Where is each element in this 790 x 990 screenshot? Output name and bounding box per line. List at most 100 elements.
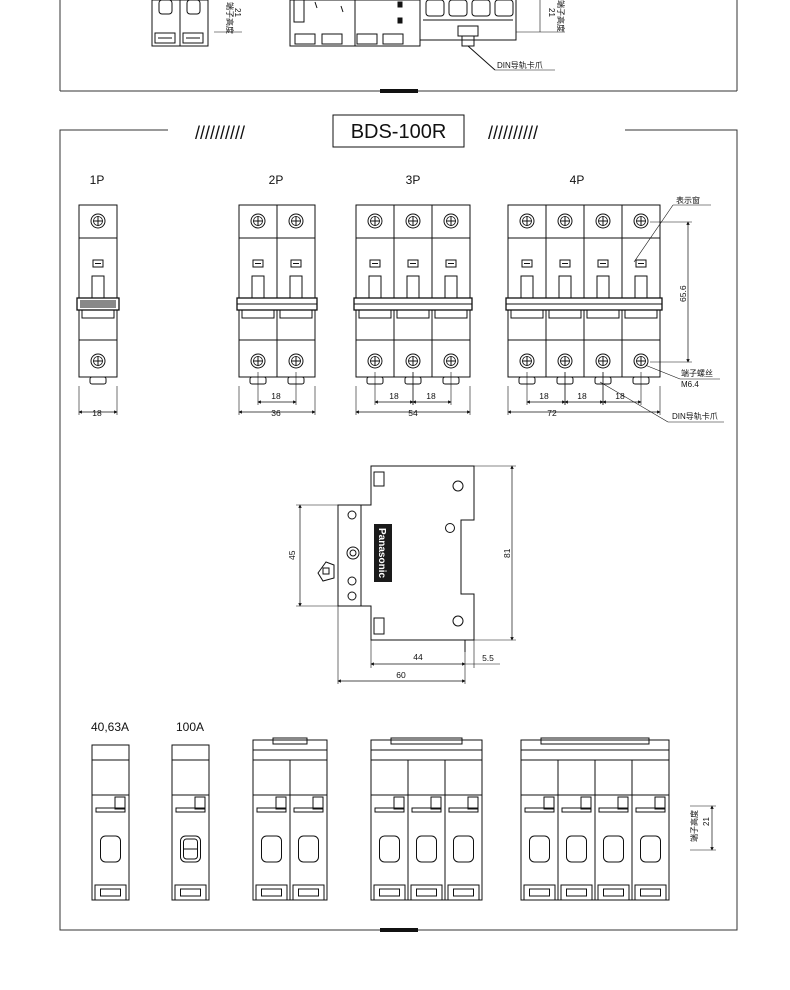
section-title: BDS-100R	[351, 121, 447, 143]
bottom-terminal-height-value: 21	[702, 817, 711, 826]
toggle-lever	[520, 275, 534, 299]
pole-label-3p: 3P	[406, 173, 421, 187]
top-panel: 端子高度 21 DIN导	[59, 0, 738, 93]
label-100a: 100A	[176, 720, 204, 734]
breaker-front-3p	[353, 204, 473, 415]
pitch-4p-a: 18	[539, 391, 549, 401]
terminal-screw-icon	[288, 213, 304, 229]
dim-44: 44	[413, 652, 423, 662]
width-1p: 18	[92, 408, 102, 418]
breaker-front-4p	[505, 204, 663, 415]
toggle-lever	[444, 275, 458, 299]
indicator-window-icon	[559, 259, 571, 268]
pitch-4p-c: 18	[615, 391, 625, 401]
top-terminal-height-label: 端子高度	[225, 2, 235, 34]
terminal-opening	[261, 835, 282, 863]
terminal-screw-icon	[557, 213, 573, 229]
top-right-height-label: 端子高度	[556, 0, 566, 32]
top-terminal-height-value: 21	[233, 8, 242, 17]
terminal-screw-icon	[250, 213, 266, 229]
terminal-screw-icon	[405, 353, 421, 369]
side-view: Panasonic 45 81 44 5.5 60	[287, 465, 516, 684]
pole-label-2p: 2P	[269, 173, 284, 187]
terminal-screw-icon	[90, 353, 106, 369]
label-40-63a: 40,63A	[91, 720, 129, 734]
hatch-right: //////////	[488, 123, 538, 143]
breaker-bottom-3p	[370, 737, 483, 901]
terminal-screw-icon	[288, 353, 304, 369]
terminal-screw-icon	[633, 213, 649, 229]
din-clip	[89, 376, 107, 385]
toggle-lever	[596, 275, 610, 299]
pitch-3p-a: 18	[389, 391, 399, 401]
indicator-window-icon	[597, 259, 609, 268]
terminal-screw-icon	[519, 353, 535, 369]
terminal-opening	[416, 835, 437, 863]
terminal-opening	[379, 835, 400, 863]
toggle-lever	[368, 275, 382, 299]
dim-81: 81	[502, 548, 512, 558]
terminal-screw-icon	[250, 353, 266, 369]
pitch-3p-b: 18	[426, 391, 436, 401]
hatch-left: //////////	[195, 123, 245, 143]
terminal-opening	[100, 835, 121, 863]
pole-label-4p: 4P	[570, 173, 585, 187]
terminal-screw-icon	[633, 353, 649, 369]
terminal-screw-icon	[595, 353, 611, 369]
indicator-window-icon	[252, 259, 264, 268]
indicator-window-icon	[92, 259, 104, 268]
terminal-opening	[529, 835, 550, 863]
toggle-lever	[558, 275, 572, 299]
pitch-4p-b: 18	[577, 391, 587, 401]
terminal-opening	[298, 835, 319, 863]
terminal-screw-icon	[595, 213, 611, 229]
top-breaker-stub-right	[419, 0, 517, 71]
breaker-front-1p	[76, 204, 120, 415]
terminal-opening	[180, 835, 201, 863]
toggle-lever	[634, 275, 648, 299]
terminal-screw-icon	[405, 213, 421, 229]
dim-5-5: 5.5	[482, 653, 494, 663]
terminal-screw-label: 端子螺丝	[681, 368, 713, 378]
breaker-front-2p	[236, 204, 318, 415]
top-right-height-value: 21	[547, 8, 556, 17]
indicator-window-icon	[290, 259, 302, 268]
terminal-screw-icon	[90, 213, 106, 229]
bottom-terminal-height-label: 端子高度	[689, 810, 699, 842]
terminal-screw-icon	[557, 353, 573, 369]
terminal-screw-icon	[519, 213, 535, 229]
terminal-screw-icon	[367, 213, 383, 229]
pole-label-1p: 1P	[90, 173, 105, 187]
top-din-clip-label: DIN导轨卡爪	[497, 60, 543, 70]
breaker-bottom-2p	[252, 737, 328, 901]
breaker-bottom-4p	[520, 737, 670, 901]
top-breaker-stub-center	[289, 0, 421, 47]
front-views: 1P 2P 3P 4P 18 36 54 72 18 18 18 18 18 1…	[76, 173, 724, 423]
terminal-screw-size: M6.4	[681, 380, 699, 389]
toggle-lever	[289, 275, 303, 299]
toggle-lever	[251, 275, 265, 299]
dim-60: 60	[396, 670, 406, 680]
indicator-window-label: 表示窗	[676, 195, 700, 205]
indicator-window-icon	[369, 259, 381, 268]
terminal-screw-icon	[443, 353, 459, 369]
pitch-2p: 18	[271, 391, 281, 401]
breaker-bottom-1p	[91, 744, 130, 901]
top-breaker-stub-left	[151, 0, 209, 47]
indicator-window-icon	[445, 259, 457, 268]
width-3p: 54	[408, 408, 418, 418]
toggle-lever	[91, 275, 105, 299]
terminal-opening	[566, 835, 587, 863]
bottom-views: 40,63A 100A 端子高度 21	[91, 720, 716, 901]
terminal-screw-icon	[367, 353, 383, 369]
main-frame: BDS-100R ////////// //////////	[59, 114, 738, 932]
toggle-lever	[406, 275, 420, 299]
dim-45: 45	[287, 550, 297, 560]
terminal-opening	[453, 835, 474, 863]
width-4p: 72	[547, 408, 557, 418]
terminal-screw-icon	[443, 213, 459, 229]
terminal-opening	[640, 835, 661, 863]
width-2p: 36	[271, 408, 281, 418]
terminal-opening	[603, 835, 624, 863]
